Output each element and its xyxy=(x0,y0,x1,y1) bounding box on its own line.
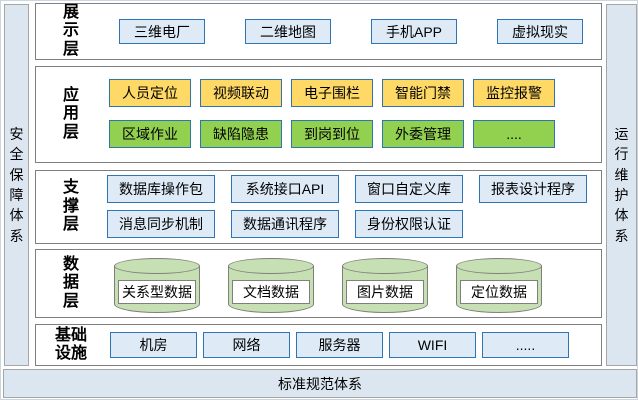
diagram-box: 缺陷隐患 xyxy=(200,120,282,148)
layer-row: 数据库操作包系统接口API 窗口自定义库报表设计程序 xyxy=(106,175,601,203)
diagram-box: 二维地图 xyxy=(245,19,331,44)
layer-application-items: 人员定位视频联动电子围栏智能门禁监控报警区域作业缺陷隐患到岗到位外委管理.... xyxy=(106,67,601,162)
database-cylinder: 定位数据 xyxy=(456,257,542,313)
diagram-box: 到岗到位 xyxy=(291,120,373,148)
diagram-box: 报表设计程序 xyxy=(479,175,587,203)
layer-application-label: 应用层 xyxy=(62,86,79,141)
layer-row: 人员定位视频联动电子围栏智能门禁监控报警 xyxy=(106,79,601,107)
layer-label-wrap: 支撑层 xyxy=(36,171,106,243)
diagram-box: 电子围栏 xyxy=(291,79,373,107)
diagram-box: 身份权限认证 xyxy=(355,210,463,238)
layer-data: 数据层 关系型数据 文档数据 图片数据 定位数据 xyxy=(35,249,602,318)
diagram-box: 消息同步机制 xyxy=(107,210,215,238)
database-cylinder: 图片数据 xyxy=(342,257,428,313)
layer-data-items: 关系型数据 文档数据 图片数据 定位数据 xyxy=(106,250,601,317)
layer-label-wrap: 应用层 xyxy=(36,67,106,162)
diagram-box: 网络 xyxy=(203,332,290,358)
diagram-box: 手机APP xyxy=(371,19,457,44)
right-system-bar: 运行维护体系 xyxy=(606,4,637,366)
diagram-box: 监控报警 xyxy=(473,79,555,107)
diagram-box: 智能门禁 xyxy=(382,79,464,107)
diagram-box: 系统接口API xyxy=(231,175,339,203)
diagram-box: .... xyxy=(473,120,555,148)
cylinder-label: 定位数据 xyxy=(460,279,538,304)
layer-row: 消息同步机制数据通讯程序身份权限认证 xyxy=(106,210,601,238)
cylinder-label: 文档数据 xyxy=(232,279,310,304)
diagram-box: 视频联动 xyxy=(200,79,282,107)
right-system-bar-label: 运行维护体系 xyxy=(614,126,629,244)
layer-support-label: 支撑层 xyxy=(62,179,79,234)
left-system-bar: 安全保障体系 xyxy=(4,4,29,366)
diagram-box: 窗口自定义库 xyxy=(355,175,463,203)
cylinder-label: 关系型数据 xyxy=(118,279,196,304)
diagram-box: 机房 xyxy=(110,332,197,358)
diagram-box: 数据通讯程序 xyxy=(231,210,339,238)
layer-presentation-items: 三维电厂 二维地图 手机APP 虚拟现实 xyxy=(106,4,601,59)
layer-label-wrap: 基础设施 xyxy=(36,325,106,365)
diagram-box: 三维电厂 xyxy=(119,19,205,44)
database-cylinder: 文档数据 xyxy=(228,257,314,313)
bottom-system-bar: 标准规范体系 xyxy=(3,369,637,398)
layer-infrastructure-label: 基础设施 xyxy=(54,327,87,362)
layer-application: 应用层 人员定位视频联动电子围栏智能门禁监控报警区域作业缺陷隐患到岗到位外委管理… xyxy=(35,66,602,163)
layer-support-items: 数据库操作包系统接口API 窗口自定义库报表设计程序消息同步机制数据通讯程序身份权… xyxy=(106,171,601,243)
diagram-box: 虚拟现实 xyxy=(497,19,583,44)
diagram-box: 服务器 xyxy=(296,332,383,358)
diagram-box: 数据库操作包 xyxy=(107,175,215,203)
layer-data-label: 数据层 xyxy=(62,255,79,310)
layer-support: 支撑层 数据库操作包系统接口API 窗口自定义库报表设计程序消息同步机制数据通讯程… xyxy=(35,170,602,244)
diagram-box: ..... xyxy=(482,332,569,358)
layer-presentation: 展示层 三维电厂 二维地图 手机APP 虚拟现实 xyxy=(35,3,602,60)
layer-label-wrap: 数据层 xyxy=(36,250,106,317)
cylinder-label: 图片数据 xyxy=(346,279,424,304)
layer-row: 关系型数据 文档数据 图片数据 定位数据 xyxy=(106,257,601,313)
layer-presentation-label: 展示层 xyxy=(62,3,79,58)
diagram-box: 外委管理 xyxy=(382,120,464,148)
layer-label-wrap: 展示层 xyxy=(36,4,106,59)
layer-row: 区域作业缺陷隐患到岗到位外委管理.... xyxy=(106,120,601,148)
layer-row: 三维电厂 二维地图 手机APP 虚拟现实 xyxy=(106,19,601,44)
diagram-box: WIFI xyxy=(389,332,476,358)
diagram-box: 区域作业 xyxy=(109,120,191,148)
database-cylinder: 关系型数据 xyxy=(114,257,200,313)
bottom-system-bar-label: 标准规范体系 xyxy=(278,375,362,392)
diagram-box: 人员定位 xyxy=(109,79,191,107)
left-system-bar-label: 安全保障体系 xyxy=(9,126,24,244)
